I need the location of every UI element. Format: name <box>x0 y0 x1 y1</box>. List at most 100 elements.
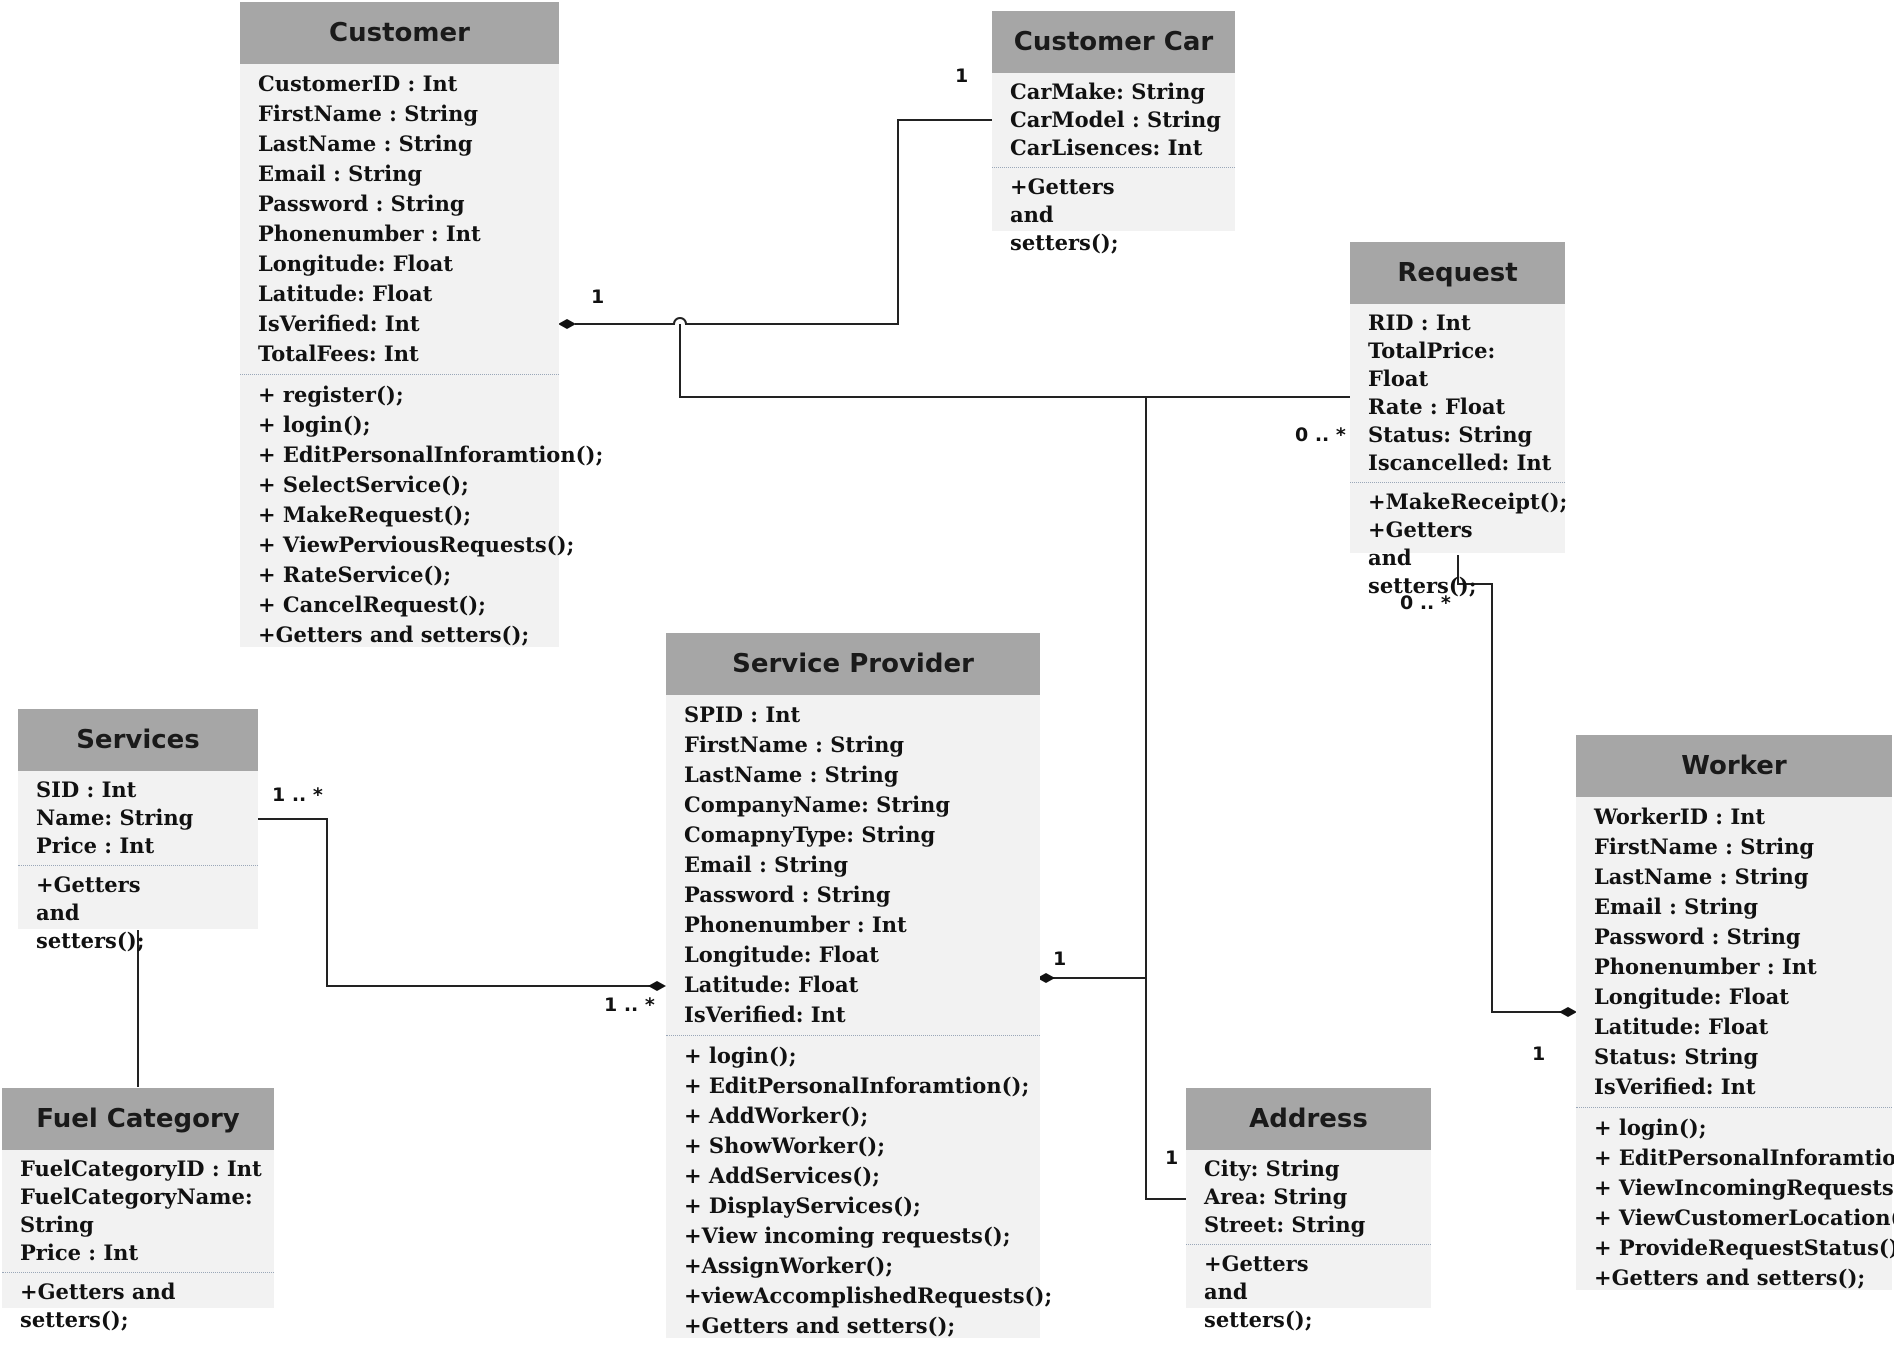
attribute: IsVerified: Int <box>1594 1074 1756 1099</box>
attribute: Phonenumber : Int <box>1594 954 1817 979</box>
attribute: IsVerified: Int <box>258 311 420 336</box>
method: +Getters and setters(); <box>1204 1251 1313 1332</box>
attribute: WorkerID : Int <box>1594 804 1766 829</box>
method-list: +Getters and setters(); <box>1186 1244 1431 1339</box>
line-request-worker <box>1457 555 1566 1013</box>
line-customer-to-car <box>575 119 992 325</box>
attribute-list: FuelCategoryID : Int FuelCategoryName: S… <box>2 1150 274 1272</box>
method: + CancelRequest(); <box>258 592 486 617</box>
attribute-list: SPID : Int FirstName : String LastName :… <box>666 695 1040 1035</box>
attribute: Longitude: Float <box>1594 984 1789 1009</box>
method: + AddServices(); <box>684 1163 880 1188</box>
attribute: CustomerID : Int <box>258 71 458 96</box>
attribute: Email : String <box>258 161 423 186</box>
attribute: City: String <box>1204 1156 1340 1181</box>
attribute: SPID : Int <box>684 702 801 727</box>
method: + login(); <box>1594 1115 1707 1140</box>
method-list: + login(); + EditPersonalInforamtion(); … <box>1576 1107 1894 1298</box>
attribute: Password : String <box>258 191 465 216</box>
method-list: +MakeReceipt(); +Getters and setters(); <box>1350 482 1568 605</box>
method: + ViewIncomingRequests(); <box>1594 1175 1894 1200</box>
method: + ViewPerviousRequests(); <box>258 532 575 557</box>
class-service-provider[interactable]: Service Provider SPID : Int FirstName : … <box>666 633 1052 1338</box>
diamond-worker <box>1559 1007 1577 1017</box>
method: + login(); <box>258 412 371 437</box>
attribute: TotalFees: Int <box>258 341 419 366</box>
attribute: CarMake: String <box>1010 79 1206 104</box>
attribute: ComapnyType: String <box>684 822 936 847</box>
class-worker[interactable]: Worker WorkerID : Int FirstName : String… <box>1576 735 1894 1290</box>
attribute: Phonenumber : Int <box>258 221 481 246</box>
method: +Getters and setters(); <box>1010 174 1119 255</box>
method: +AssignWorker(); <box>684 1253 894 1278</box>
method: +Getters and setters(); <box>1368 517 1477 598</box>
line-customer-request <box>679 324 1350 398</box>
attribute: LastName : String <box>684 762 899 787</box>
attribute: Price : Int <box>20 1240 139 1265</box>
attribute: Street: String <box>1204 1212 1366 1237</box>
attribute: FirstName : String <box>684 732 905 757</box>
attribute: Latitude: Float <box>684 972 859 997</box>
attribute: CarModel : String <box>1010 107 1221 132</box>
class-title: Worker <box>1576 735 1892 797</box>
method: + ProvideRequestStatus(); <box>1594 1235 1894 1260</box>
attribute: CompanyName: String <box>684 792 951 817</box>
class-address[interactable]: Address City: String Area: String Street… <box>1186 1088 1431 1332</box>
multiplicity-label: 1 <box>1053 948 1067 970</box>
method: +MakeReceipt(); <box>1368 489 1568 514</box>
method-list: +Getters and setters(); <box>18 865 258 960</box>
attribute-list: CustomerID : Int FirstName : String Last… <box>240 64 559 374</box>
attribute: CarLisences: Int <box>1010 135 1203 160</box>
attribute: FirstName : String <box>258 101 479 126</box>
method: + ShowWorker(); <box>684 1133 885 1158</box>
method-list: + login(); + EditPersonalInforamtion(); … <box>666 1035 1052 1346</box>
attribute: FuelCategoryName: String <box>20 1184 253 1237</box>
attribute: Phonenumber : Int <box>684 912 907 937</box>
method-list: +Getters and setters(); <box>992 167 1235 262</box>
attribute: LastName : String <box>258 131 473 156</box>
attribute: Latitude: Float <box>258 281 433 306</box>
attribute: IsVerified: Int <box>684 1002 846 1027</box>
class-customer-car[interactable]: Customer Car CarMake: String CarModel : … <box>992 11 1235 255</box>
class-customer[interactable]: Customer CustomerID : Int FirstName : St… <box>240 2 603 647</box>
method: + login(); <box>684 1043 797 1068</box>
attribute: Price : Int <box>36 833 155 858</box>
diamond-provider-services <box>648 981 666 991</box>
line-services-provider <box>258 818 657 987</box>
multiplicity-label: 1 .. * <box>604 994 655 1016</box>
multiplicity-label: 1 <box>591 286 605 308</box>
attribute: Name: String <box>36 805 194 830</box>
method: + RateService(); <box>258 562 452 587</box>
attribute: Password : String <box>684 882 891 907</box>
class-fuel-category[interactable]: Fuel Category FuelCategoryID : Int FuelC… <box>2 1088 274 1332</box>
multiplicity-label: 1 <box>1165 1147 1179 1169</box>
class-title: Customer <box>240 2 559 64</box>
diamond-customer <box>558 319 576 329</box>
method: + ViewCustomerLocation(); <box>1594 1205 1894 1230</box>
class-services[interactable]: Services SID : Int Name: String Price : … <box>18 709 258 953</box>
attribute: TotalPrice: Float <box>1368 338 1496 391</box>
multiplicity-label: 0 .. * <box>1400 592 1451 614</box>
attribute: LastName : String <box>1594 864 1809 889</box>
method: +Getters and setters(); <box>684 1313 956 1338</box>
attribute: Password : String <box>1594 924 1801 949</box>
method: +Getters and setters(); <box>36 872 145 953</box>
attribute-list: WorkerID : Int FirstName : String LastNa… <box>1576 797 1892 1107</box>
multiplicity-label: 0 .. * <box>1295 424 1346 446</box>
line-bus-address <box>1145 397 1186 1200</box>
class-title: Customer Car <box>992 11 1235 73</box>
attribute: Status: String <box>1594 1044 1759 1069</box>
multiplicity-label: 1 <box>955 65 969 87</box>
class-request[interactable]: Request RID : Int TotalPrice: Float Rate… <box>1350 242 1567 598</box>
method: + AddWorker(); <box>684 1103 869 1128</box>
method-list: + register(); + login(); + EditPersonalI… <box>240 374 603 655</box>
class-title: Request <box>1350 242 1565 304</box>
multiplicity-label: 1 .. * <box>272 784 323 806</box>
attribute: Rate : Float <box>1368 394 1506 419</box>
class-title: Address <box>1186 1088 1431 1150</box>
attribute: Area: String <box>1204 1184 1348 1209</box>
attribute: RID : Int <box>1368 310 1471 335</box>
method: + EditPersonalInforamtion(); <box>684 1073 1030 1098</box>
method: + SelectService(); <box>258 472 469 497</box>
attribute-list: CarMake: String CarModel : String CarLis… <box>992 73 1235 167</box>
